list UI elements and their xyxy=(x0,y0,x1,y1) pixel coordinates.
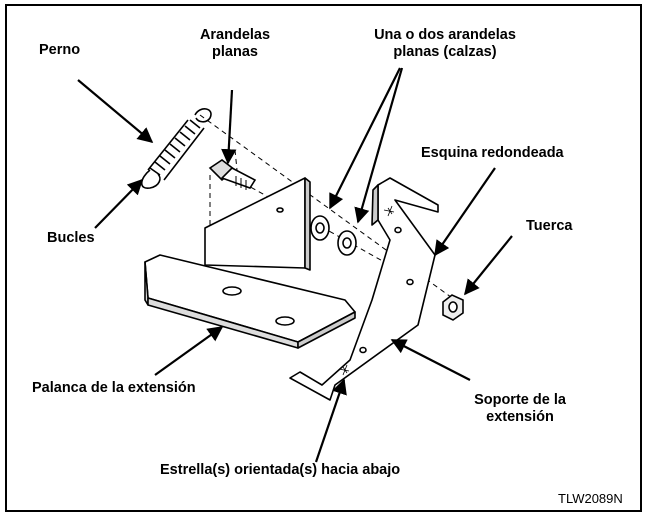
label-arandelas-line1: Arandelas xyxy=(199,27,271,43)
arrow-bucles xyxy=(94,178,144,229)
arrow-perno xyxy=(77,79,154,143)
extension-bracket xyxy=(289,177,439,401)
label-bucles: Bucles xyxy=(47,230,95,246)
label-una-o-dos-line2: planas (calzas) xyxy=(393,44,497,60)
star-mark-upper xyxy=(383,205,395,217)
arrow-una-o-dos-2 xyxy=(354,67,404,224)
arrow-tuerca xyxy=(464,235,513,296)
label-arandelas-planas: Arandelas planas xyxy=(195,27,275,61)
label-soporte-line2: extensión xyxy=(486,409,554,425)
label-palanca: Palanca de la extensión xyxy=(32,380,196,396)
label-una-o-dos-line1: Una o dos arandelas xyxy=(374,27,516,43)
label-perno: Perno xyxy=(39,42,81,58)
bolt xyxy=(208,159,257,190)
arrow-soporte xyxy=(390,339,471,381)
flat-washers xyxy=(310,215,357,256)
label-arandelas-line2: planas xyxy=(212,44,258,60)
leader-arrows xyxy=(77,67,513,463)
extension-lever xyxy=(144,177,356,349)
arrow-estrella xyxy=(314,378,347,463)
label-estrella: Estrella(s) orientada(s) hacia abajo xyxy=(160,462,401,478)
label-soporte-extension: Soporte de la extensión xyxy=(455,392,585,426)
label-esquina-redondeada: Esquina redondeada xyxy=(421,145,564,161)
diagram-frame xyxy=(5,4,642,512)
arrow-una-o-dos-1 xyxy=(329,67,401,210)
arrow-esquina xyxy=(434,167,496,257)
label-una-o-dos-arandelas: Una o dos arandelas planas (calzas) xyxy=(350,27,540,61)
figure-code: TLW2089N xyxy=(558,491,623,506)
spring xyxy=(140,108,212,189)
label-tuerca: Tuerca xyxy=(526,218,573,234)
star-mark-lower xyxy=(338,364,350,376)
label-soporte-line1: Soporte de la xyxy=(474,392,566,408)
nut xyxy=(442,294,464,321)
arrow-palanca xyxy=(154,326,224,376)
arrow-arandelas xyxy=(221,89,237,165)
